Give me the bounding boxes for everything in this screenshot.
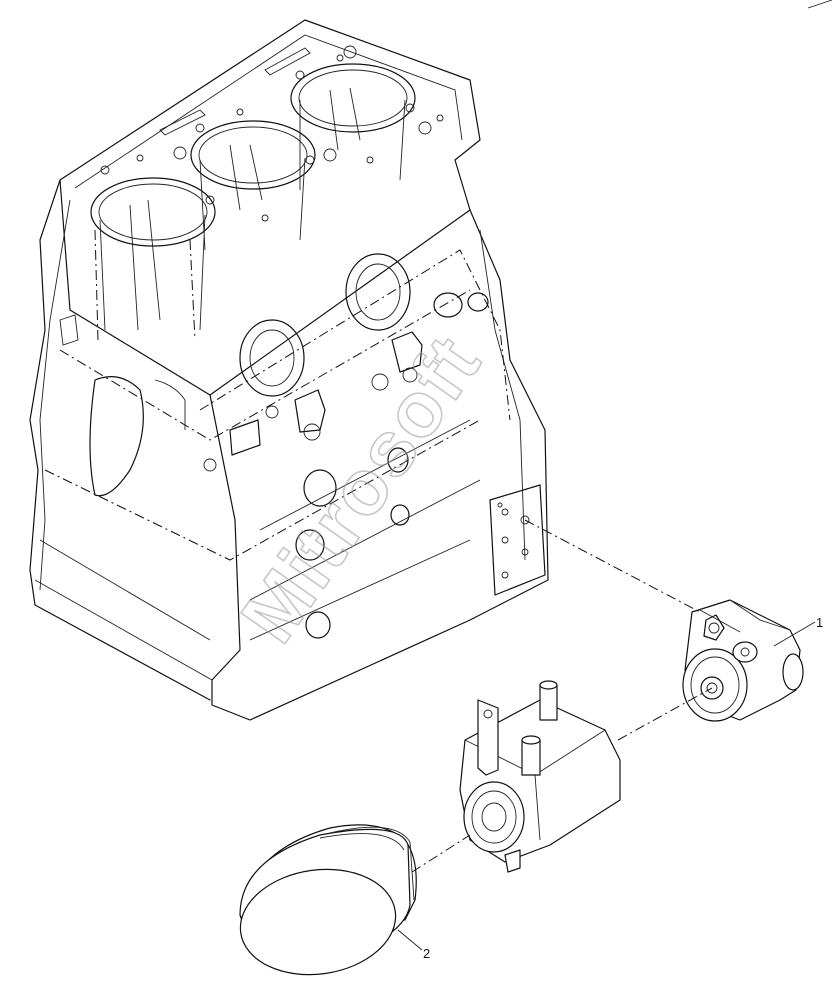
oil-filter-part-2 [239, 824, 417, 976]
callout-label-1: 1 [816, 615, 823, 630]
callout-label-2: 2 [423, 946, 430, 961]
oil-filter-head-part-1 [682, 599, 804, 722]
watermark: Mitrosoft [224, 319, 498, 657]
oil-cooler [459, 680, 621, 873]
alignment-lines [397, 0, 833, 951]
engine-block [29, 19, 549, 721]
